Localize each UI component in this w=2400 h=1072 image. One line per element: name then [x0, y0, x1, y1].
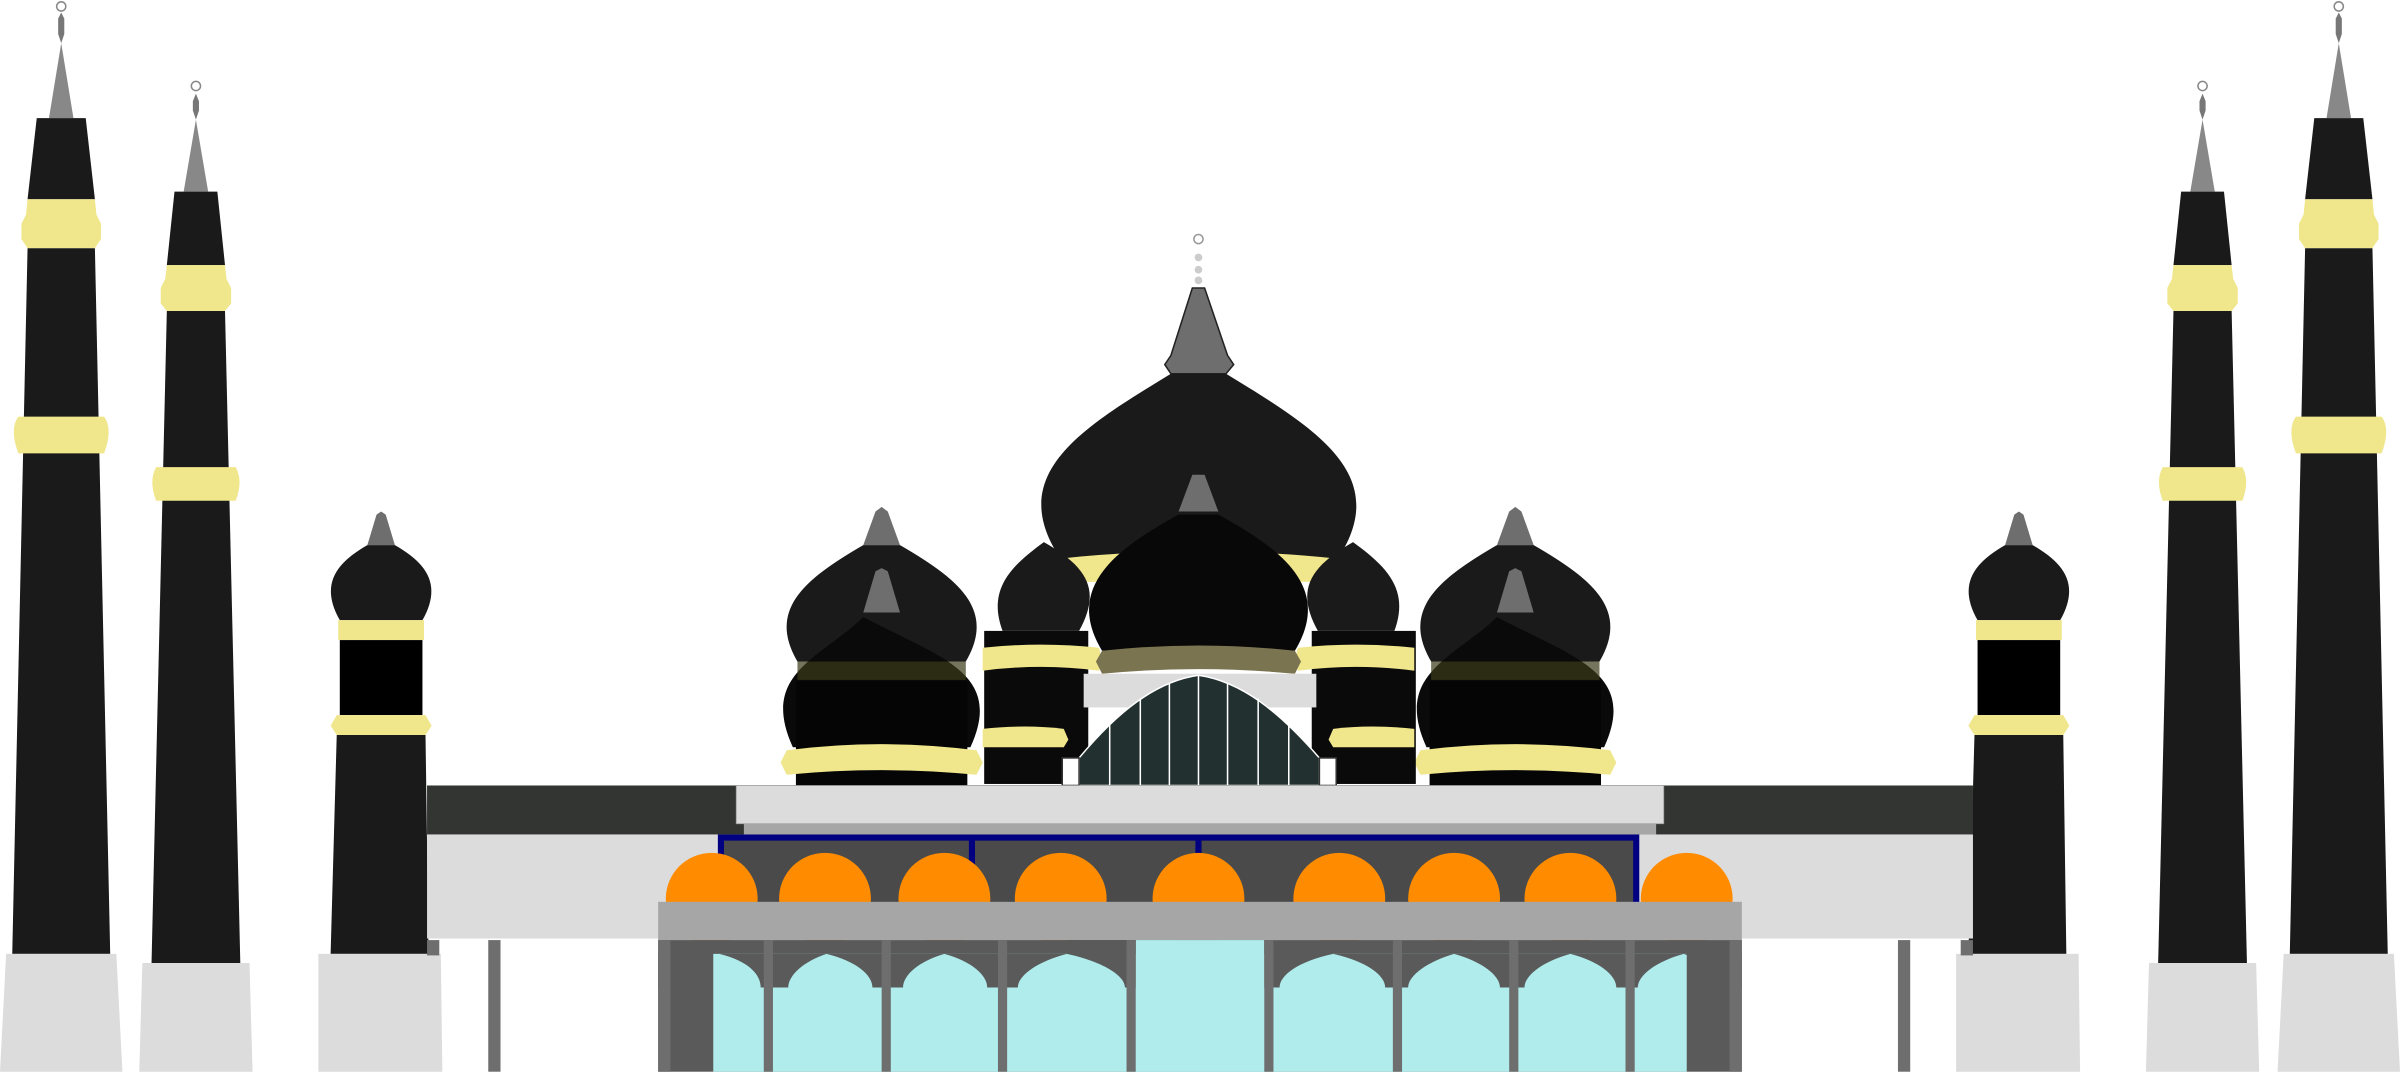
- dome-front-center: [1083, 474, 1317, 708]
- minaret-right-inner: [2145, 80, 2260, 1072]
- minaret-left-outer: [0, 1, 124, 1072]
- dome-left: [780, 506, 983, 786]
- minaret-left-inner: [138, 80, 254, 1072]
- dome-inner-right: [1294, 542, 1416, 784]
- minaret-right-small: [1956, 511, 2081, 1072]
- minaret-left-small: [318, 511, 443, 1072]
- colonnade: [427, 901, 1973, 1072]
- dome-right: [1414, 506, 1617, 786]
- glass-facade: [1061, 674, 1337, 787]
- minaret-right-outer: [2276, 1, 2400, 1072]
- dome-inner-left: [982, 542, 1103, 784]
